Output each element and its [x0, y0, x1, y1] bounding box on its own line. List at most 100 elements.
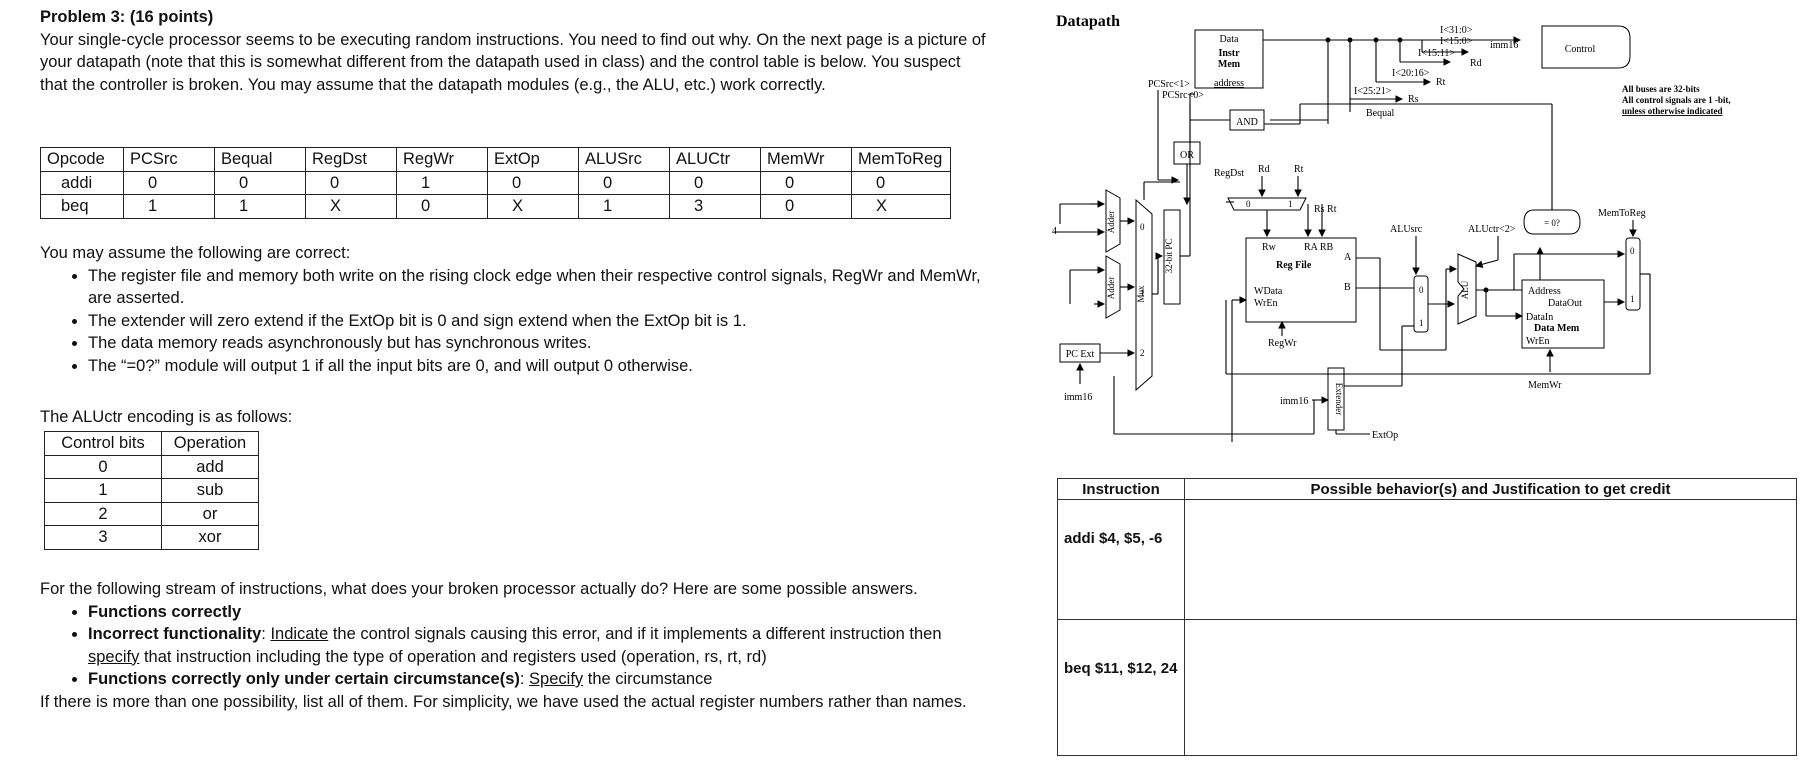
- datamem-label: Data Mem: [1534, 323, 1580, 334]
- rd-label: Rd: [1258, 164, 1270, 175]
- control-unit: [1541, 25, 1631, 69]
- table-cell: 0: [487, 170, 579, 195]
- regfile-port-label: A: [1344, 252, 1352, 263]
- column-header: MemWr: [760, 147, 852, 172]
- instruction-cell: addi $4, $5, -6: [1057, 499, 1185, 620]
- table-cell: 2: [44, 501, 162, 526]
- pc-label: 32-bit PC: [1164, 239, 1174, 274]
- regfile-port-label: WrEn: [1254, 298, 1277, 309]
- option-text: the control signals causing this error, …: [328, 625, 942, 643]
- instruction-cell: beq $11, $12, 24: [1057, 619, 1185, 756]
- rs-rt-label: Rs Rt: [1314, 204, 1337, 215]
- table-cell: 0: [760, 170, 852, 195]
- regfile-port-label: WData: [1254, 286, 1283, 297]
- table-cell: 3: [669, 194, 761, 219]
- instr-mem-data-label: Data: [1220, 34, 1239, 45]
- table-cell: 1: [578, 194, 670, 219]
- column-header: ALUSrc: [578, 147, 670, 172]
- column-header: Control bits: [44, 431, 162, 456]
- option-text: the circumstance: [583, 670, 713, 688]
- memwr-label: MemWr: [1528, 380, 1562, 391]
- assumptions-heading: You may assume the following are correct…: [40, 244, 351, 262]
- regfile-label: Reg File: [1276, 260, 1312, 271]
- column-header: Opcode: [40, 147, 124, 172]
- column-header: Bequal: [214, 147, 306, 172]
- table-cell: X: [305, 194, 397, 219]
- table-cell: or: [161, 501, 259, 526]
- data-memory: [1521, 279, 1605, 349]
- answer-table: Instruction Possible behavior(s) and Jus…: [1057, 478, 1797, 756]
- column-header: MemToReg: [851, 147, 951, 172]
- table-cell: xor: [161, 525, 259, 550]
- note-text: All control signals are 1 -bit,: [1622, 95, 1731, 105]
- table-cell: add: [161, 454, 259, 479]
- assumptions-list: The register file and memory both write …: [40, 265, 990, 378]
- instr-mem-address-label: address: [1214, 78, 1244, 89]
- table-row: addi $4, $5, -6: [1057, 499, 1797, 620]
- list-item: The register file and memory both write …: [88, 265, 990, 310]
- table-cell: 0: [578, 170, 670, 195]
- aluctr-label: ALUctr<2>: [1468, 224, 1516, 235]
- answer-cell[interactable]: [1184, 619, 1797, 756]
- instruction-stream-section: For the following stream of instructions…: [40, 578, 995, 713]
- answer-table-header: Instruction Possible behavior(s) and Jus…: [1057, 478, 1797, 500]
- and-gate-label: AND: [1236, 117, 1258, 128]
- list-item: Incorrect functionality: Indicate the co…: [88, 623, 995, 668]
- control-table: Opcode PCSrc Bequal RegDst RegWr ExtOp A…: [40, 147, 951, 219]
- pc-adder: [1105, 189, 1121, 253]
- table-cell: 1: [396, 170, 488, 195]
- field-label: I<31:0>: [1440, 25, 1473, 36]
- zero-detect-label: = 0?: [1544, 218, 1560, 228]
- field-label: Rd: [1470, 58, 1482, 69]
- regfile-port-label: RA RB: [1304, 242, 1334, 253]
- stream-outro: If there is more than one possibility, l…: [40, 692, 967, 711]
- datapath-diagram: Datapath Data Instr Mem address I<31:0> …: [1052, 13, 1731, 442]
- pc-mux-label: Mux: [1136, 285, 1146, 303]
- regfile-port-label: Rw: [1262, 242, 1277, 253]
- datapath-title: Datapath: [1056, 13, 1120, 30]
- imm16-label: imm16: [1064, 392, 1092, 403]
- or-gate-label: OR: [1180, 150, 1194, 161]
- option-text: specify: [88, 647, 140, 666]
- answer-cell[interactable]: [1184, 499, 1797, 620]
- option-text: Indicate: [270, 625, 329, 643]
- instr-mem-box: [1194, 29, 1264, 89]
- mux-input-label: 1: [1140, 288, 1145, 298]
- list-item: The extender will zero extend if the Ext…: [88, 310, 990, 333]
- field-label: Bequal: [1366, 108, 1395, 119]
- table-cell: 0: [760, 194, 852, 219]
- table-cell: sub: [161, 478, 259, 503]
- option-label: Functions correctly only under certain c…: [88, 670, 520, 688]
- aluctr-intro: The ALUctr encoding is as follows:: [40, 408, 293, 426]
- stream-intro: For the following stream of instructions…: [40, 580, 918, 598]
- mux-input-label: 0: [1246, 199, 1251, 209]
- field-label: I<20:16>: [1392, 68, 1430, 79]
- table-row: addi 0 0 0 1 0 0 0 0 0: [40, 170, 951, 195]
- table-cell: 0: [305, 170, 397, 195]
- table-cell: beq: [40, 194, 124, 219]
- table-cell: 1: [214, 194, 306, 219]
- list-item: Functions correctly only under certain c…: [88, 668, 995, 691]
- table-cell: 3: [44, 525, 162, 550]
- regwr-label: RegWr: [1268, 338, 1297, 349]
- datamem-port-label: DataIn: [1526, 312, 1553, 323]
- aluctr-header: Control bits Operation: [44, 431, 259, 456]
- pc-ext-label: PC Ext: [1066, 349, 1095, 360]
- option-label: Incorrect functionality: [88, 625, 262, 643]
- table-cell: 0: [214, 170, 306, 195]
- option-text: Specify: [529, 670, 584, 688]
- alu: [1457, 253, 1477, 325]
- regdst-mux: [1227, 197, 1307, 211]
- extender-label: Extender: [1334, 383, 1344, 415]
- problem-title: Problem 3: (16 points): [40, 8, 214, 26]
- field-label: I<25:21>: [1354, 86, 1392, 97]
- column-header: Instruction: [1057, 478, 1185, 500]
- mux-input-label: 2: [1140, 348, 1145, 358]
- problem-section: Problem 3: (16 points) Your single-cycle…: [40, 6, 990, 711]
- adder-label: Adder: [1106, 211, 1116, 234]
- note-text: unless otherwise indicated: [1622, 106, 1723, 116]
- option-text: that instruction including the type of o…: [139, 647, 767, 666]
- zero-detect: [1523, 209, 1581, 235]
- pcsrc-label: PCSrc<1>: [1148, 79, 1190, 90]
